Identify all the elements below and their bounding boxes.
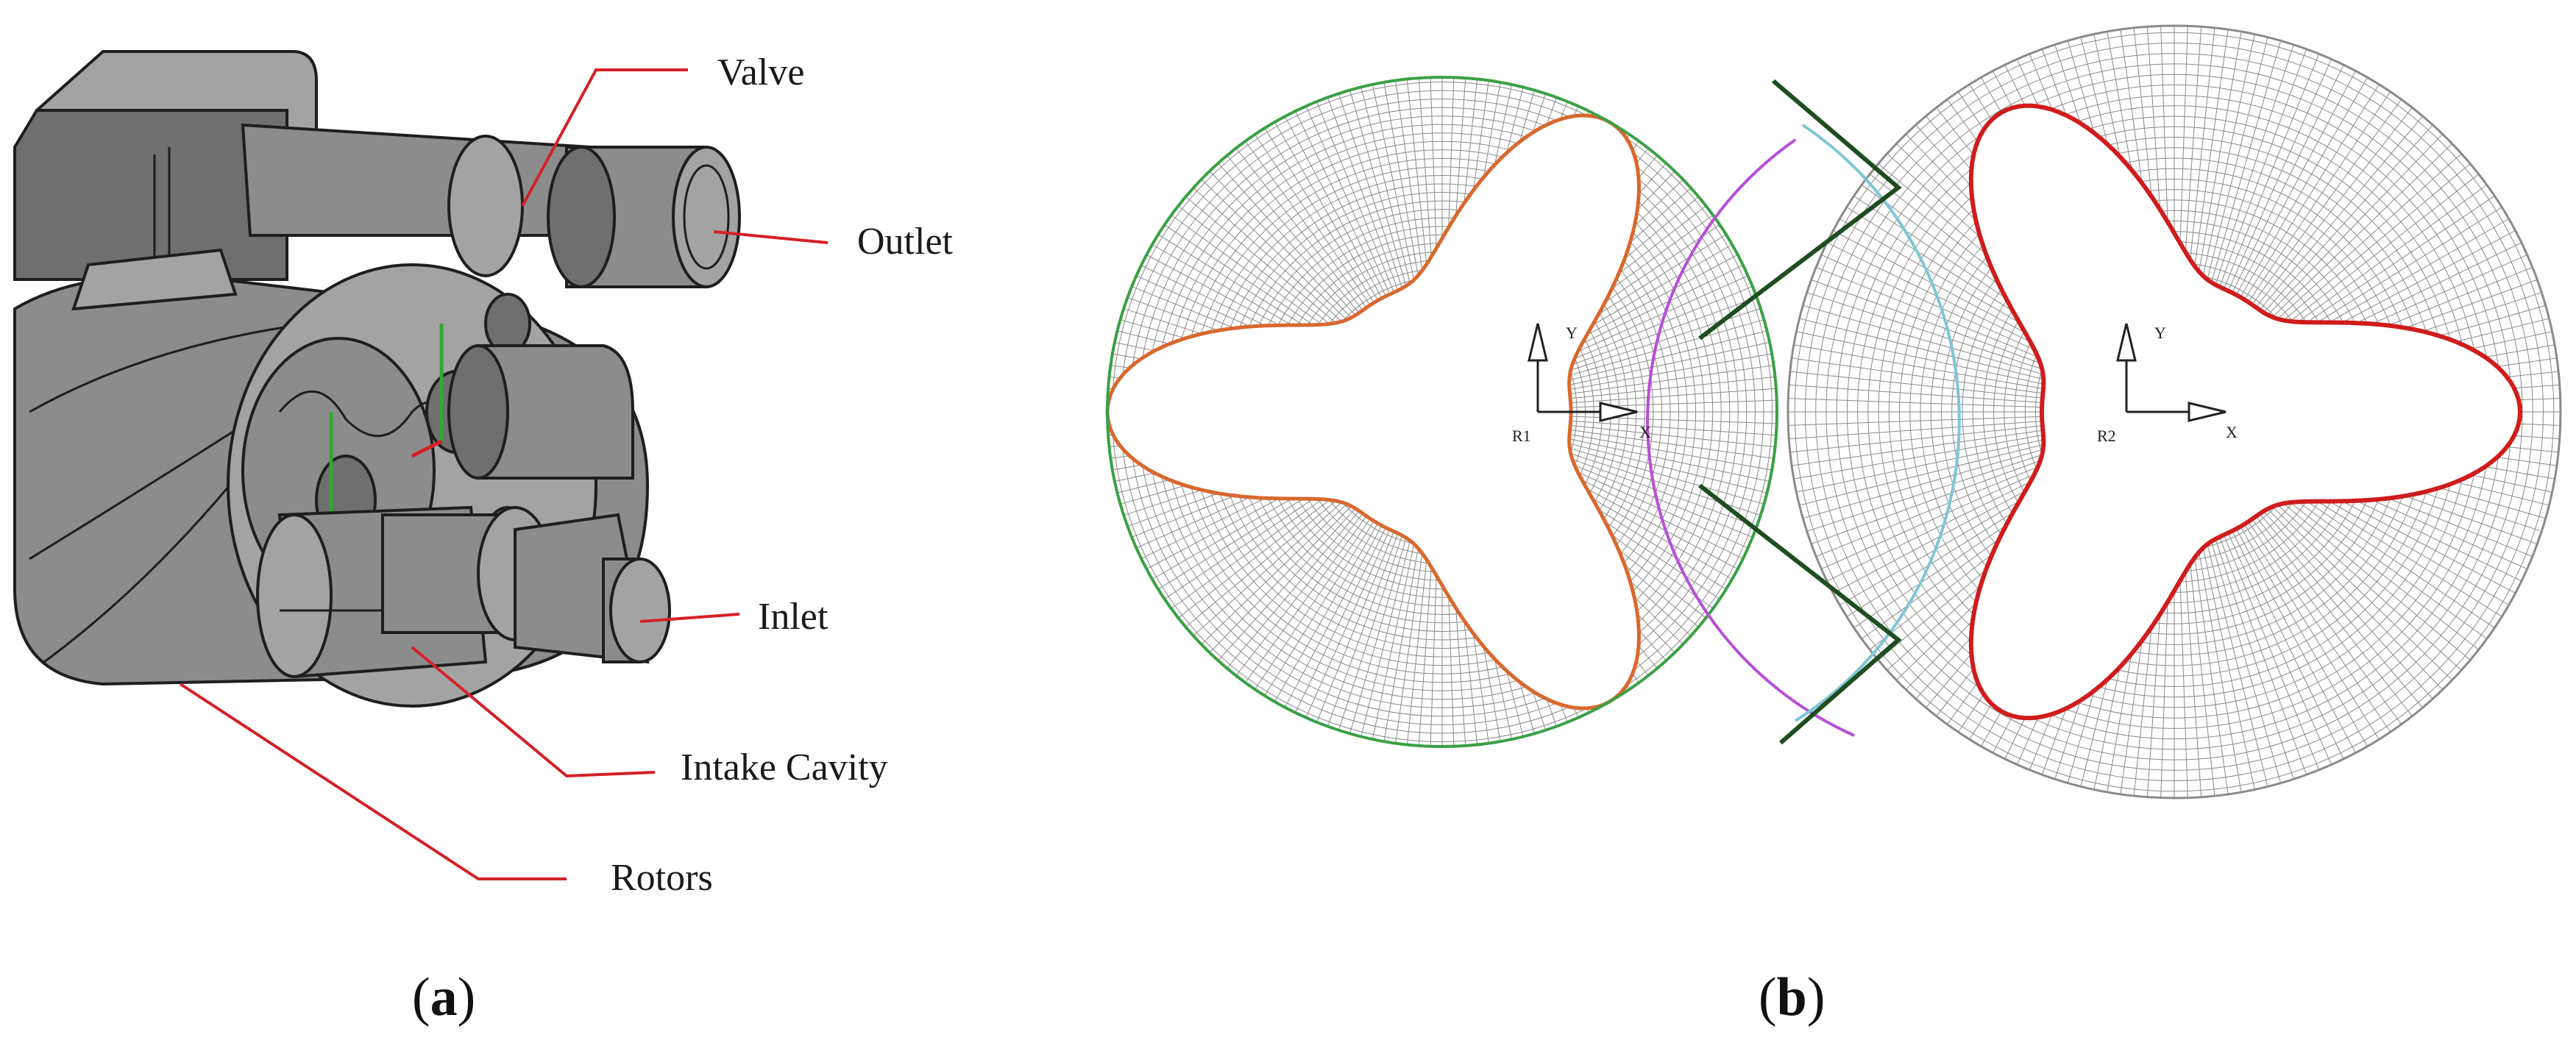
side-lugs <box>447 344 634 480</box>
label-inlet: Inlet <box>758 596 828 638</box>
rotor2-lobe-profile <box>1968 103 2523 721</box>
panel-b-caption: (b) <box>1759 967 1825 1027</box>
label-valve: Valve <box>717 51 804 93</box>
label-intake-cavity: Intake Cavity <box>681 747 888 788</box>
label-rotors: Rotors <box>611 857 713 899</box>
mesh-ring-line <box>1825 63 2523 761</box>
leader-inlet <box>639 613 740 623</box>
rotor2-axis-x: X <box>2226 423 2238 441</box>
cusp-line-top <box>1698 79 1902 341</box>
mesh-ring-line <box>1794 32 2555 792</box>
mesh-ring-line <box>1805 43 2544 781</box>
rotor2-axis-y: Y <box>2154 324 2166 342</box>
rotor1-name: R1 <box>1512 427 1531 445</box>
panel-a-caption: (a) <box>412 967 475 1027</box>
panel-b-rotor-mesh: Y X R1 Y X R2 (b) <box>1105 24 2562 1027</box>
rotor1-axis-x: X <box>1639 423 1651 441</box>
outlet-pipe <box>241 123 741 288</box>
leader-intake-cavity <box>411 646 656 778</box>
rotor2-name: R2 <box>2097 427 2116 445</box>
label-outlet: Outlet <box>857 221 954 263</box>
rotor1-axis-y: Y <box>1566 324 1578 342</box>
inlet-pipe <box>514 513 671 664</box>
rotor2-bore-circle <box>1786 24 2562 799</box>
rotor2-axes: Y X R2 <box>2097 323 2238 445</box>
leader-outlet <box>713 230 828 244</box>
leader-rotors <box>179 683 567 880</box>
rotor2-bore-arc <box>1646 138 1855 737</box>
panel-a-3d-model: Valve Outlet Inlet Intake Cavity Rotors … <box>13 50 954 1027</box>
rotor1-bore-circle <box>1106 76 1778 748</box>
cusp-line-bottom <box>1698 483 1902 745</box>
valve-box <box>13 50 318 281</box>
mesh-ring-line <box>1815 53 2533 771</box>
rotor1-axes: Y X R1 <box>1512 323 1651 445</box>
leader-valve <box>521 68 688 207</box>
